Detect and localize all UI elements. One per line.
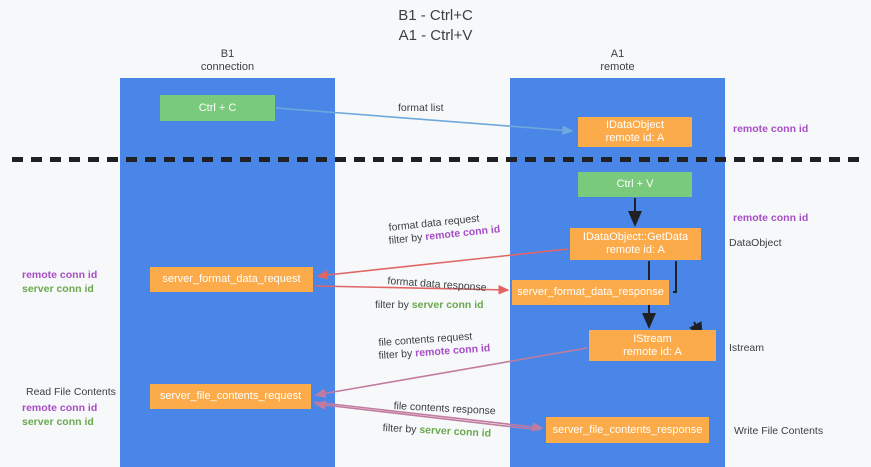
node-istream[interactable]: IStream remote id: A: [589, 330, 716, 361]
annotation-remote-conn-id-top: remote conn id: [733, 123, 809, 135]
node-ctrl-v[interactable]: Ctrl + V: [578, 172, 692, 197]
phase-divider: [12, 157, 860, 162]
filter-by-text-2: filter by: [375, 299, 412, 311]
node-ctrl-c[interactable]: Ctrl + C: [160, 95, 275, 121]
edge-label-file-contents-response: file contents response: [393, 399, 496, 418]
edge-label-format-list: format list: [398, 102, 444, 114]
annotation-read-file-contents: Read File Contents: [26, 386, 116, 398]
node-server-format-data-response-label: server_format_data_response: [517, 286, 664, 298]
server-conn-id-key-1: server conn id: [411, 299, 484, 311]
node-ctrl-c-label: Ctrl + C: [198, 101, 237, 114]
node-idataobject[interactable]: IDataObject remote id: A: [578, 117, 692, 147]
page-title: B1 - Ctrl+C A1 - Ctrl+V: [398, 7, 473, 44]
node-idataobject-sublabel: remote id: A: [605, 132, 665, 144]
swimlane-a1-heading: A1 remote: [600, 48, 635, 73]
server-conn-id-key-2: server conn id: [419, 423, 492, 440]
node-idataobject-getdata-sublabel: remote id: A: [606, 244, 665, 256]
node-server-format-data-request-label: server_format_data_request: [162, 273, 301, 285]
annotation-left-server-conn-id-2: server conn id: [22, 416, 94, 428]
annotation-istream: Istream: [729, 342, 765, 354]
node-server-format-data-response[interactable]: server_format_data_response: [512, 280, 669, 305]
annotation-left-server-conn-id-1: server conn id: [22, 283, 94, 295]
annotation-left-conn-ids-1: remote conn id server conn id: [22, 268, 97, 296]
node-idataobject-getdata[interactable]: IDataObject::GetData remote id: A: [570, 228, 701, 260]
edge-label-filter-by-server-conn-id-1: filter by server conn id: [375, 298, 484, 312]
node-ctrl-v-label: Ctrl + V: [616, 178, 654, 190]
node-istream-label: IStream: [633, 332, 672, 345]
filter-by-text-3: filter by: [378, 347, 416, 362]
edge-label-filter-by-server-conn-id-2: filter by server conn id: [382, 421, 491, 441]
node-idataobject-getdata-label: IDataObject::GetData: [582, 231, 689, 243]
filter-by-text-1: filter by: [388, 231, 426, 247]
filter-by-text-4: filter by: [382, 421, 420, 436]
node-server-file-contents-response-label: server_file_contents_response: [552, 423, 703, 436]
node-istream-sublabel: remote id: A: [623, 345, 682, 358]
node-server-file-contents-request-label: server_file_contents_request: [159, 390, 302, 402]
annotation-left-conn-ids-2: remote conn id server conn id: [22, 401, 97, 429]
edge-label-format-data-response: format data response: [387, 274, 487, 294]
annotation-remote-conn-id-mid: remote conn id: [733, 212, 809, 224]
node-idataobject-label: IDataObject: [605, 119, 665, 131]
node-server-file-contents-response[interactable]: server_file_contents_response: [546, 417, 709, 443]
swimlane-b1-heading: B1 connection: [200, 48, 255, 73]
annotation-dataobject: DataObject: [729, 237, 782, 249]
remote-conn-id-key-2: remote conn id: [414, 342, 491, 360]
node-server-format-data-request[interactable]: server_format_data_request: [150, 267, 313, 292]
annotation-left-remote-conn-id-1: remote conn id: [22, 269, 98, 281]
node-server-file-contents-request[interactable]: server_file_contents_request: [150, 384, 311, 409]
annotation-left-remote-conn-id-2: remote conn id: [22, 402, 98, 414]
annotation-write-file-contents: Write File Contents: [734, 425, 824, 437]
